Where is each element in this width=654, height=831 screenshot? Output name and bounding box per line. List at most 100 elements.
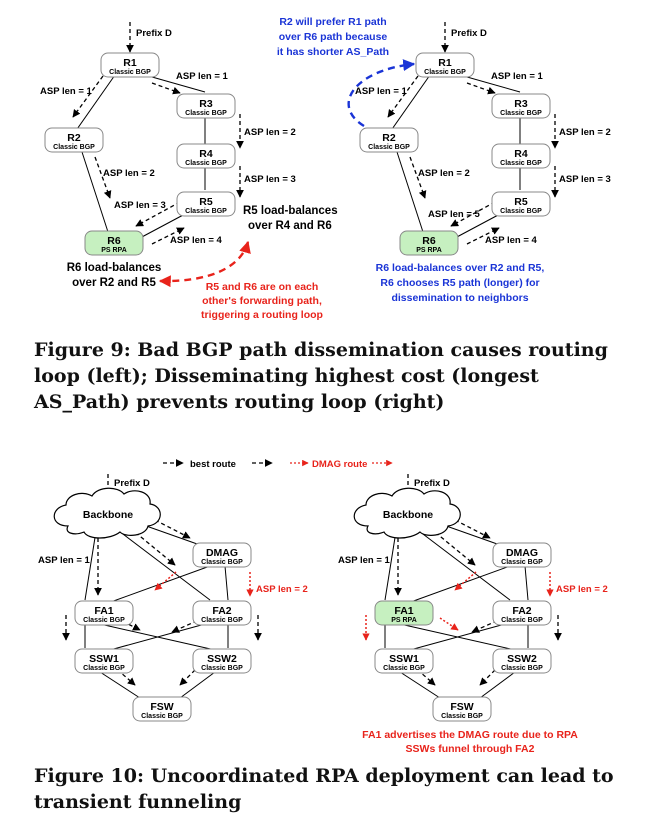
- asp2-10l: ASP len = 2: [256, 584, 308, 595]
- svg-text:Classic BGP: Classic BGP: [441, 713, 483, 720]
- svg-text:Classic BGP: Classic BGP: [500, 160, 542, 167]
- svg-text:FA1: FA1: [94, 605, 113, 617]
- node-r3: R3 Classic BGP: [176, 93, 236, 119]
- svg-text:R3: R3: [199, 98, 213, 110]
- node-r6-right: R6 PS RPA: [399, 230, 459, 256]
- svg-text:FA2: FA2: [512, 605, 531, 617]
- svg-text:Classic BGP: Classic BGP: [185, 208, 227, 215]
- svg-text:Classic BGP: Classic BGP: [53, 144, 95, 151]
- svg-text:Classic BGP: Classic BGP: [109, 69, 151, 76]
- svg-text:Backbone: Backbone: [83, 509, 133, 521]
- prefix-label-10r: Prefix D: [414, 478, 450, 489]
- asp-r3-r4-right: ASP len = 2: [559, 127, 611, 138]
- svg-text:Classic BGP: Classic BGP: [501, 559, 543, 566]
- svg-text:Classic BGP: Classic BGP: [500, 110, 542, 117]
- svg-text:over R4 and R6: over R4 and R6: [248, 220, 332, 232]
- node-r4-right: R4 Classic BGP: [491, 143, 551, 169]
- svg-text:R6: R6: [422, 235, 436, 247]
- svg-text:R6 load-balances over R2 and R: R6 load-balances over R2 and R5,: [376, 262, 545, 274]
- node-fsw-right: FSW Classic BGP: [432, 696, 492, 722]
- asp-r1-r2: ASP len = 1: [40, 86, 93, 97]
- asp-r6-r5: ASP len = 4: [170, 235, 223, 246]
- svg-text:R6: R6: [107, 235, 121, 247]
- r6-note: R6 load-balances over R2 and R5: [67, 262, 162, 289]
- svg-text:over R6 path because: over R6 path because: [279, 31, 388, 43]
- prefix-label-10l: Prefix D: [114, 478, 150, 489]
- fa1-rpa-note: FA1 advertises the DMAG route due to RPA…: [362, 729, 578, 755]
- node-r5-right: R5 Classic BGP: [491, 191, 551, 217]
- svg-text:it has shorter AS_Path: it has shorter AS_Path: [277, 46, 389, 58]
- backbone-cloud: Backbone: [53, 487, 161, 539]
- node-r1-right: R1 Classic BGP: [415, 52, 475, 78]
- svg-text:SSW1: SSW1: [389, 653, 419, 665]
- svg-text:Classic BGP: Classic BGP: [141, 713, 183, 720]
- node-dmag: DMAG Classic BGP: [192, 542, 252, 568]
- svg-text:Classic BGP: Classic BGP: [185, 110, 227, 117]
- svg-text:PS RPA: PS RPA: [416, 247, 442, 254]
- svg-text:FA2: FA2: [212, 605, 231, 617]
- svg-text:SSW2: SSW2: [207, 653, 237, 665]
- r5-note: R5 load-balances over R4 and R6: [243, 205, 338, 232]
- svg-text:Classic BGP: Classic BGP: [185, 160, 227, 167]
- svg-text:SSW2: SSW2: [507, 653, 537, 665]
- svg-text:Classic BGP: Classic BGP: [201, 665, 243, 672]
- svg-text:other's forwarding path,: other's forwarding path,: [202, 295, 322, 307]
- svg-text:Classic BGP: Classic BGP: [383, 665, 425, 672]
- asp2-10r: ASP len = 2: [556, 584, 608, 595]
- node-ssw2-right: SSW2 Classic BGP: [492, 648, 552, 674]
- prefix-label: Prefix D: [136, 28, 172, 39]
- asp-r2-r6: ASP len = 2: [103, 168, 155, 179]
- node-r6: R6 PS RPA: [84, 230, 144, 256]
- fig10-legend: best route DMAG route: [163, 459, 393, 470]
- svg-text:R5: R5: [514, 196, 528, 208]
- svg-text:R6 chooses R5 path (longer) fo: R6 chooses R5 path (longer) for: [380, 277, 539, 289]
- loop-note: R5 and R6 are on each other's forwarding…: [201, 281, 323, 321]
- legend-dmag: DMAG route: [312, 459, 367, 470]
- svg-text:SSW1: SSW1: [89, 653, 119, 665]
- svg-text:Classic BGP: Classic BGP: [368, 144, 410, 151]
- svg-text:DMAG: DMAG: [206, 547, 238, 559]
- figure-10-caption: Figure 10: Uncoordinated RPA deployment …: [34, 765, 614, 813]
- svg-text:R4: R4: [199, 148, 213, 160]
- svg-text:FA1 advertises the DMAG route: FA1 advertises the DMAG route due to RPA: [362, 729, 578, 741]
- svg-text:Classic BGP: Classic BGP: [83, 665, 125, 672]
- node-r4: R4 Classic BGP: [176, 143, 236, 169]
- node-fa1: FA1 Classic BGP: [74, 600, 134, 626]
- r6-dissemination-note: R6 load-balances over R2 and R5, R6 choo…: [376, 262, 545, 304]
- asp1-10l: ASP len = 1: [38, 555, 91, 566]
- svg-text:R5: R5: [199, 196, 213, 208]
- svg-text:Classic BGP: Classic BGP: [501, 617, 543, 624]
- svg-text:R2 will prefer R1 path: R2 will prefer R1 path: [279, 16, 386, 28]
- fig10-left: Backbone DMAG Classic BGP FA1 Classic BG…: [38, 474, 308, 722]
- svg-text:R2: R2: [382, 132, 396, 144]
- svg-text:dissemination to neighbors: dissemination to neighbors: [391, 292, 528, 304]
- node-r2: R2 Classic BGP: [44, 127, 104, 153]
- svg-text:PS RPA: PS RPA: [101, 247, 127, 254]
- svg-text:R1: R1: [438, 57, 452, 69]
- asp1-10r: ASP len = 1: [338, 555, 391, 566]
- svg-text:R4: R4: [514, 148, 528, 160]
- svg-text:triggering a routing loop: triggering a routing loop: [201, 309, 323, 321]
- asp-r6-r5-right: ASP len = 4: [485, 235, 538, 246]
- node-fa2-right: FA2 Classic BGP: [492, 600, 552, 626]
- asp-r6-r2-right: ASP len = 5: [428, 209, 481, 220]
- legend-best: best route: [190, 459, 236, 470]
- prefer-note: R2 will prefer R1 path over R6 path beca…: [277, 16, 389, 58]
- svg-text:Classic BGP: Classic BGP: [201, 617, 243, 624]
- fig9-left: R1 Classic BGP R2 Classic BGP R3 Classic…: [40, 22, 338, 321]
- asp-r4-r5: ASP len = 3: [244, 174, 296, 185]
- node-dmag-right: DMAG Classic BGP: [492, 542, 552, 568]
- node-fa1-right: FA1 PS RPA: [374, 600, 434, 626]
- svg-text:SSWs funnel through FA2: SSWs funnel through FA2: [406, 743, 535, 755]
- svg-text:FA1: FA1: [394, 605, 413, 617]
- node-r1: R1 Classic BGP: [100, 52, 160, 78]
- svg-text:Classic BGP: Classic BGP: [424, 69, 466, 76]
- svg-text:Classic BGP: Classic BGP: [501, 665, 543, 672]
- asp-r3-r4: ASP len = 2: [244, 127, 296, 138]
- node-r3-right: R3 Classic BGP: [491, 93, 551, 119]
- node-r2-right: R2 Classic BGP: [359, 127, 419, 153]
- svg-text:Classic BGP: Classic BGP: [83, 617, 125, 624]
- fig9-right: R1 Classic BGP R2 Classic BGP R3 Classic…: [277, 16, 611, 304]
- svg-text:over R2 and R5: over R2 and R5: [72, 277, 156, 289]
- svg-text:PS RPA: PS RPA: [391, 617, 417, 624]
